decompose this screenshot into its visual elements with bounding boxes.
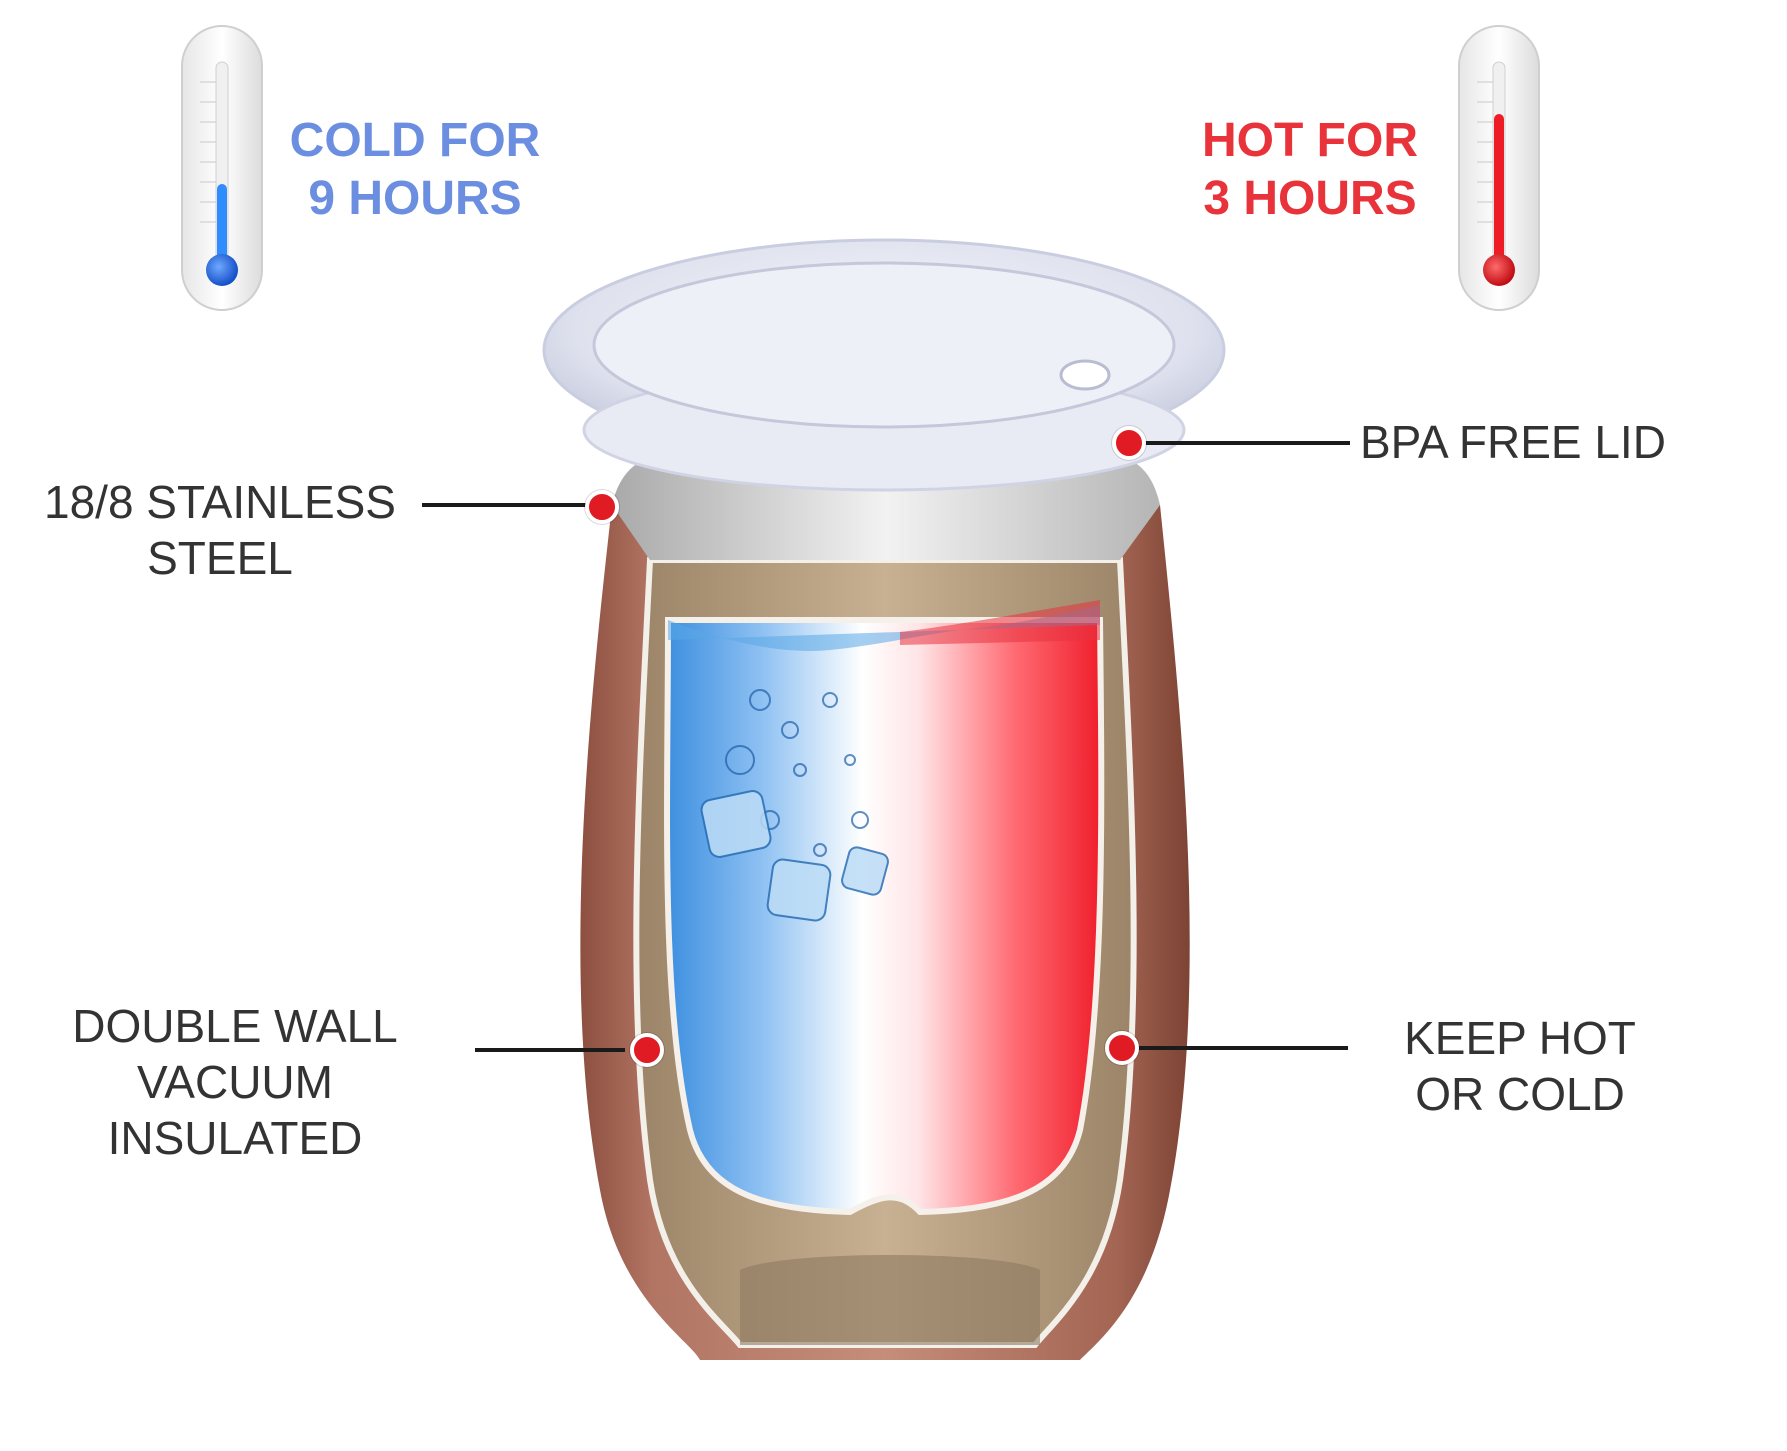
hot-line-2: 3 HOURS [1203,172,1417,225]
callout-keep-line-2: OR COLD [1415,1068,1625,1120]
leader-line-keep [1138,1046,1348,1050]
callout-lid-text: BPA FREE LID [1360,416,1666,468]
cold-duration-label: COLD FOR 9 HOURS [265,112,565,228]
thermometer-hot-icon [1458,25,1540,311]
cold-line-1: COLD FOR [289,114,541,167]
marker-dot-wall [630,1033,664,1067]
callout-stainless-steel: 18/8 STAINLESS STEEL [30,474,410,586]
leader-line-steel [422,503,600,507]
thermometer-cold-icon [181,25,263,311]
cold-line-2: 9 HOURS [308,172,522,225]
callout-bpa-free-lid: BPA FREE LID [1360,414,1666,470]
callout-double-wall: DOUBLE WALL VACUUM INSULATED [50,998,420,1166]
callout-keep-line-1: KEEP HOT [1404,1012,1636,1064]
callout-wall-line-1: DOUBLE WALL [72,1000,398,1052]
marker-dot-steel [585,490,619,524]
hot-line-1: HOT FOR [1202,114,1418,167]
callout-steel-line-2: STEEL [147,532,293,584]
callout-wall-line-3: INSULATED [107,1112,363,1164]
marker-dot-keep [1105,1031,1139,1065]
marker-dot-lid [1112,426,1146,460]
callout-steel-line-1: 18/8 STAINLESS [44,476,396,528]
leader-line-lid [1140,441,1350,445]
callout-wall-line-2: VACUUM [137,1056,333,1108]
callout-keep-hot-cold: KEEP HOT OR COLD [1370,1010,1670,1122]
leader-line-wall [475,1048,625,1052]
hot-duration-label: HOT FOR 3 HOURS [1160,112,1460,228]
